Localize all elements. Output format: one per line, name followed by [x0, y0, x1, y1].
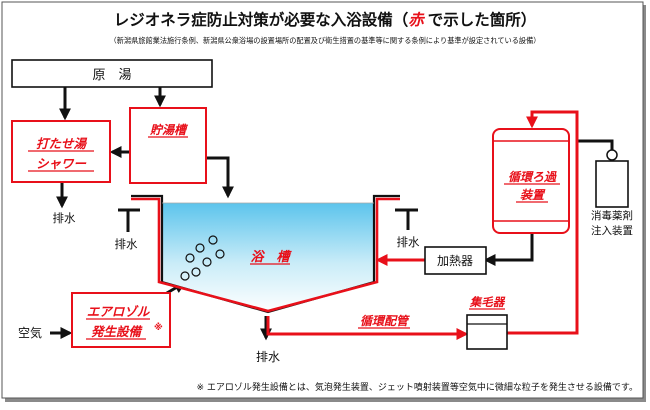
pipe-catcher-to-filter	[507, 110, 579, 335]
pipe-overflow-left	[118, 208, 140, 232]
source-water-label: 原 湯	[92, 68, 131, 83]
aerosol-label-2: 発生設備	[91, 324, 144, 339]
circulation-pipe-label: 循環配管	[360, 314, 410, 328]
disinfect-label-2: 注入装置	[591, 224, 633, 237]
bath-label: 浴 槽	[250, 249, 292, 265]
bubble	[185, 253, 195, 263]
pipe-overflow-right	[395, 208, 418, 230]
storage-tank-label: 貯湯槽	[149, 123, 189, 137]
hair-catcher-box	[466, 314, 508, 350]
air-label: 空気	[18, 325, 42, 340]
filter-box	[492, 128, 570, 234]
diagram-title: レジオネラ症防止対策が必要な入浴設備（赤で示した箇所）	[114, 10, 537, 29]
drain-label-left: 排水	[115, 237, 138, 251]
source-water-box	[11, 59, 213, 88]
bath-lining-red	[131, 197, 400, 313]
filter-label-2: 装置	[520, 188, 546, 202]
heater-box	[424, 246, 487, 275]
diagram-subtitle: （新潟県旅館業法施行条例、新潟県公衆浴場の設置場所の配置及び衛生措置の基準等に関…	[110, 36, 541, 45]
filter-label-1: 循環ろ過	[508, 170, 557, 184]
disinfect-valve-icon	[606, 149, 618, 161]
air-bubbles	[180, 235, 225, 281]
bubble	[202, 257, 212, 267]
aerosol-box	[71, 292, 171, 348]
bath-water	[162, 203, 374, 312]
bubble	[180, 271, 190, 281]
drain-label-bottom: 排水	[256, 350, 280, 364]
pipe-filter-to-heater	[483, 233, 534, 266]
pipe-tank-to-bath	[205, 156, 234, 199]
drain-label-right: 排水	[397, 235, 420, 249]
bubble	[215, 249, 225, 259]
shower-label-1: 打たせ湯	[36, 136, 88, 151]
bubble	[191, 267, 201, 277]
heater-label: 加熱器	[437, 254, 473, 268]
bubble	[195, 243, 205, 253]
drain-label-shower: 排水	[53, 211, 76, 225]
bubble	[208, 235, 218, 245]
disinfect-tank	[595, 160, 629, 208]
aerosol-footnote-mark: ※	[154, 322, 163, 333]
shower-label-2: シャワー	[36, 156, 87, 171]
aerosol-label-1: エアロゾル	[87, 304, 151, 319]
footnote: ※ エアロゾル発生設備とは、気泡発生装置、ジェット噴射装置等空気中に微細な粒子を…	[196, 381, 638, 393]
hair-catcher-label: 集毛器	[469, 295, 506, 309]
circulation-pipe	[266, 316, 469, 340]
disinfect-label-1: 消毒薬剤	[591, 209, 633, 222]
storage-tank-box	[129, 107, 207, 184]
